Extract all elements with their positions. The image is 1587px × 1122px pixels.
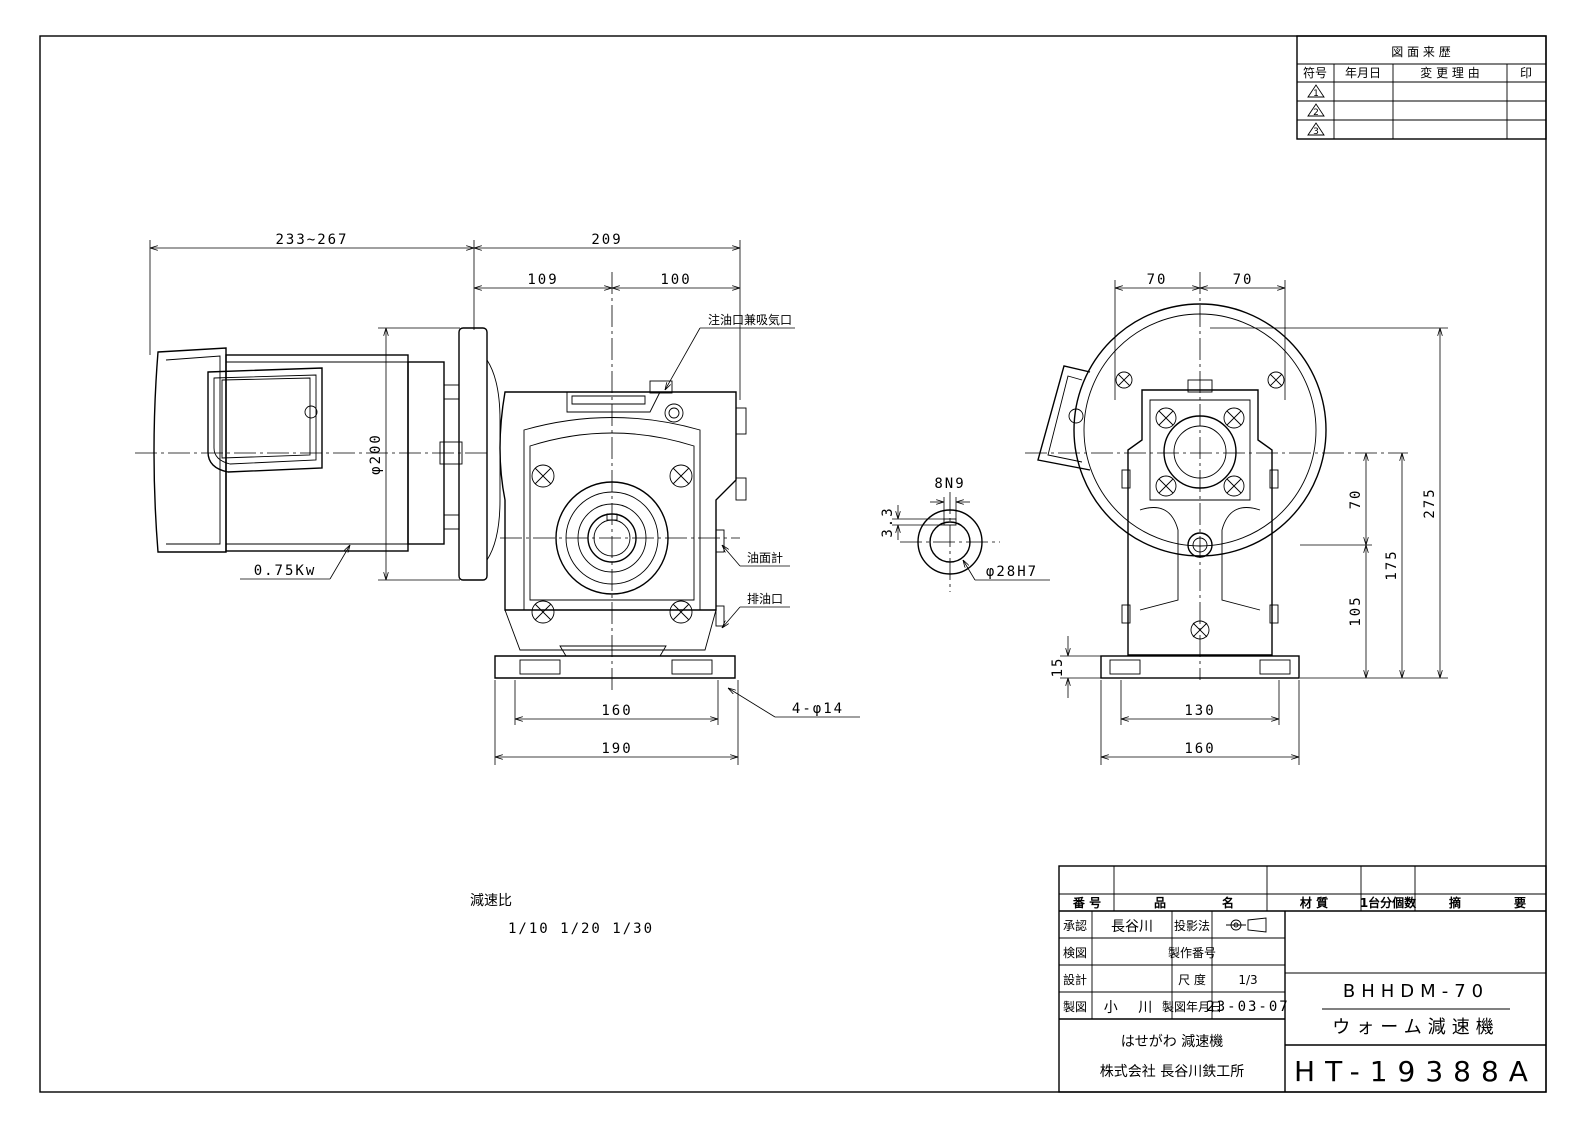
front-dimensions: 233~267 209 109 100 φ200 0.75Kw 160 190 … — [149, 232, 860, 765]
dim-8N9: 8N9 — [934, 476, 965, 492]
sheet-border — [39, 35, 1547, 1093]
dim-160-side: 160 — [1184, 741, 1215, 757]
field-projection: 投影法 — [1174, 918, 1210, 933]
revision-table: 図 面 来 歴 符号 年月日 変 更 理 由 印 1 2 3 — [1296, 35, 1547, 140]
scale-value: 1/3 — [1238, 973, 1257, 987]
tb-header-qty: 1台分個数 — [1360, 895, 1417, 910]
dim-209: 209 — [591, 232, 622, 248]
motor-power-label: 0.75Kw — [254, 563, 317, 579]
side-dimensions: 70 70 275 70 175 105 15 130 160 — [1050, 272, 1448, 765]
role-approve: 承認 — [1063, 918, 1087, 933]
projection-symbol-icon — [1226, 917, 1267, 933]
tb-header-item: 品 — [1154, 896, 1166, 910]
revision-header-mark: 符号 — [1303, 65, 1327, 80]
dim-70-vertical: 70 — [1348, 489, 1364, 510]
title-block: 番 号 品 名 材 質 1台分個数 摘 要 承認 検図 設計 製図 長谷川 小 … — [1058, 865, 1547, 1093]
dim-233-267: 233~267 — [275, 232, 348, 248]
revision-mark-3: 3 — [1307, 122, 1325, 137]
tb-header-note1: 摘 — [1449, 895, 1461, 910]
company-name: 株式会社 長谷川鉄工所 — [1100, 1064, 1244, 1080]
field-date: 製図年月日 — [1162, 1000, 1222, 1014]
revision-mark-1: 1 — [1307, 84, 1325, 99]
tb-header-material: 材 質 — [1299, 895, 1328, 910]
label-oil-gauge: 油面計 — [747, 550, 783, 565]
reduction-label: 減速比 — [470, 892, 512, 909]
side-view — [1025, 272, 1408, 680]
draw-date: 23-03-07 — [1206, 999, 1289, 1015]
dim-100: 100 — [660, 272, 691, 288]
revision-header-seal: 印 — [1520, 66, 1532, 80]
drawing-number: HT-19388A — [1294, 1055, 1538, 1088]
model-number: BHHDM-70 — [1343, 981, 1489, 1002]
svg-text:3: 3 — [1313, 127, 1319, 137]
shaft-section: 8N9 3.3 φ28H7 — [880, 476, 1050, 592]
revision-header-date: 年月日 — [1345, 66, 1381, 80]
approver-name: 長谷川 — [1111, 919, 1153, 935]
dim-3-3: 3.3 — [880, 506, 896, 537]
dim-phi28H7: φ28H7 — [986, 564, 1038, 580]
dim-190: 190 — [601, 741, 632, 757]
tb-header-number: 番 号 — [1072, 895, 1101, 910]
role-check: 検図 — [1063, 946, 1087, 960]
dim-275: 275 — [1422, 487, 1438, 518]
field-work-number: 製作番号 — [1168, 946, 1216, 960]
dim-70-right: 70 — [1233, 272, 1254, 288]
revision-title: 図 面 来 歴 — [1391, 45, 1450, 59]
product-name: ウォーム減速機 — [1332, 1017, 1499, 1038]
company-brand: はせがわ 減速機 — [1121, 1033, 1223, 1050]
label-oil-drain: 排油口 — [747, 592, 783, 606]
drafter-name: 小 川 — [1104, 1000, 1160, 1016]
dim-105: 105 — [1348, 595, 1364, 626]
dim-130: 130 — [1184, 703, 1215, 719]
dim-15: 15 — [1050, 657, 1066, 678]
field-scale: 尺 度 — [1178, 972, 1206, 987]
dim-phi200: φ200 — [368, 433, 384, 475]
tb-header-note2: 要 — [1514, 895, 1526, 910]
front-view — [135, 272, 747, 690]
role-drawn: 製図 — [1063, 1000, 1087, 1014]
svg-text:2: 2 — [1313, 108, 1319, 118]
tb-header-name: 名 — [1222, 895, 1234, 910]
dim-109: 109 — [527, 272, 558, 288]
revision-mark-2: 2 — [1307, 103, 1325, 118]
role-design: 設計 — [1063, 972, 1087, 987]
dim-160-front: 160 — [601, 703, 632, 719]
reduction-values: 1/10 1/20 1/30 — [508, 921, 654, 937]
dim-4-phi14: 4-φ14 — [792, 701, 844, 717]
revision-header-reason: 変 更 理 由 — [1420, 65, 1479, 80]
svg-text:1: 1 — [1313, 89, 1319, 99]
dim-70-left: 70 — [1147, 272, 1168, 288]
label-oil-inlet: 注油口兼吸気口 — [708, 312, 792, 327]
reduction-ratio: 減速比 1/10 1/20 1/30 — [470, 892, 654, 937]
dim-175: 175 — [1384, 549, 1400, 580]
